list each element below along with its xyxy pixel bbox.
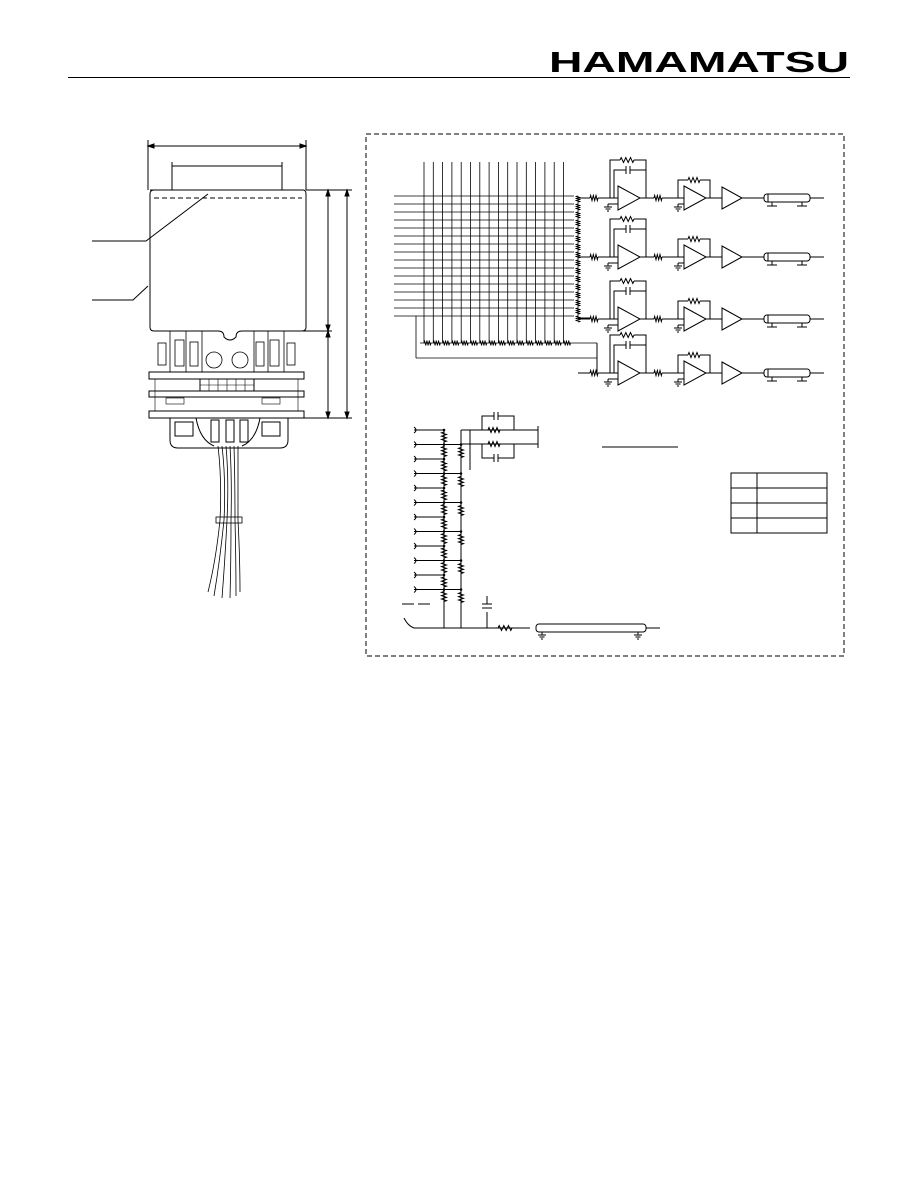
header-rule: [68, 77, 850, 78]
pin-assignment-table: [730, 472, 828, 534]
coax-connector: [763, 252, 811, 262]
preamp-triangle: [617, 360, 642, 386]
output-channel: [578, 215, 824, 271]
schematic-frame: [365, 133, 845, 657]
output-channel-group: [578, 156, 824, 387]
dynode-stage: [413, 557, 466, 574]
preamp-triangle: [617, 306, 642, 332]
dimensional-outline: [92, 140, 352, 599]
preamp-triangle: [617, 185, 642, 211]
coax-connector: [763, 314, 811, 324]
shaper-triangle: [683, 360, 708, 386]
shaper-triangle: [683, 185, 708, 211]
hamamatsu-logo-text: HAMAMATSU: [549, 50, 849, 76]
input-resistor: [589, 314, 599, 324]
dynode-stage: [413, 513, 449, 530]
dynode-stage: [413, 484, 449, 501]
shaper-triangle: [683, 244, 708, 270]
coax-connector: [763, 368, 811, 378]
shaper-feedback-resistor: [687, 297, 701, 305]
output-channel: [578, 331, 824, 387]
circuit-schematic: [365, 133, 845, 657]
shaper-feedback-resistor: [687, 351, 701, 359]
output-resistor: [497, 624, 513, 632]
feedback-resistor: [619, 215, 635, 223]
dynode-stage: [413, 586, 466, 603]
buffer-triangle: [721, 307, 744, 331]
input-resistor: [589, 252, 599, 262]
buffer-triangle: [721, 361, 744, 385]
matrix-resistor-chain: [420, 195, 597, 346]
filter-resistor: [487, 426, 501, 434]
coupling-resistor: [653, 368, 663, 378]
output-channel: [578, 277, 824, 333]
anode-wire-grid: [394, 162, 597, 359]
input-resistor: [589, 193, 599, 203]
dynode-stage: [413, 499, 466, 516]
hv-coax: [535, 623, 647, 633]
dynode-stage: [413, 571, 449, 588]
coupling-resistor: [653, 193, 663, 203]
coupling-resistor: [653, 314, 663, 324]
feedback-resistor: [619, 331, 635, 339]
hv-capacitor: [482, 596, 492, 628]
buffer-triangle: [721, 186, 744, 210]
output-channel: [578, 156, 824, 212]
feedback-resistor: [619, 277, 635, 285]
shaper-triangle: [683, 306, 708, 332]
photocathode-leader: [92, 193, 209, 242]
dynode-stage: [413, 455, 449, 472]
dynode-stage: [413, 470, 466, 487]
preamp-triangle: [617, 244, 642, 270]
coupling-resistor: [653, 252, 663, 262]
buffer-triangle: [721, 245, 744, 269]
coax-connector: [763, 193, 811, 203]
shaper-feedback-resistor: [687, 176, 701, 184]
shaper-feedback-resistor: [687, 235, 701, 243]
filter-resistor: [487, 440, 501, 448]
dynode-stage: [413, 528, 466, 545]
hv-divider-circuit: [402, 412, 660, 640]
hamamatsu-logo: HAMAMATSU: [549, 50, 849, 76]
dynode-stage: [413, 426, 449, 443]
feedback-resistor: [619, 156, 635, 164]
dynode-stage: [413, 441, 466, 458]
window-leader: [92, 285, 149, 301]
dynode-stage: [413, 542, 449, 559]
